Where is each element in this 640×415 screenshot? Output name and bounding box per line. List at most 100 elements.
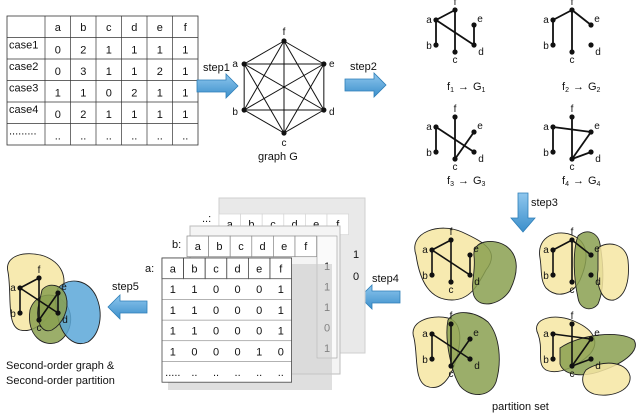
table-cell: 1	[131, 66, 137, 78]
graph-node	[569, 321, 575, 327]
table-cell: 2	[80, 109, 86, 121]
graph-node	[588, 272, 594, 278]
front-cell: ..	[191, 367, 197, 379]
graph-edge	[38, 292, 59, 321]
mapping-label: f1→G1	[447, 81, 486, 94]
graph-node-label: d	[329, 107, 335, 118]
table-cell: 1	[131, 109, 137, 121]
graph-node-label: e	[61, 282, 67, 293]
graph-edge	[243, 109, 285, 134]
front-cell: 1	[191, 305, 197, 317]
graph-node	[550, 331, 556, 337]
graph-node	[471, 42, 477, 48]
graph-node-label: c	[453, 162, 458, 173]
table-cell: 1	[182, 45, 188, 57]
middle-header-cell: d	[260, 241, 266, 253]
step4-label: step4	[372, 273, 399, 285]
partition-region	[597, 243, 629, 301]
table-cell: 1	[131, 45, 137, 57]
graph-node-label: c	[449, 369, 454, 380]
graph-node-label: c	[282, 138, 287, 149]
front-cell: 0	[213, 284, 219, 296]
graph-node-label: a	[10, 283, 16, 294]
table-cell: 2	[157, 66, 163, 78]
step1-arrow	[196, 73, 239, 99]
front-cell: ..	[256, 367, 262, 379]
case-label: .........	[9, 126, 37, 138]
graph-node-label: a	[543, 15, 549, 26]
table-cell: 1	[80, 88, 86, 100]
graph-node	[17, 310, 23, 316]
table-cell: 1	[106, 109, 112, 121]
front-cell: 1	[170, 305, 176, 317]
table-cell: ..	[80, 131, 86, 143]
graph-node	[471, 149, 477, 155]
graph-node	[55, 310, 61, 316]
graph-node-label: e	[477, 121, 483, 132]
graph-node	[569, 114, 575, 120]
table-cell: 1	[157, 88, 163, 100]
graph-node	[321, 61, 327, 67]
graph-node-label: c	[570, 369, 575, 380]
graph-node-label: f	[450, 311, 453, 322]
case-label: case3	[9, 83, 38, 95]
front-cell: 0	[235, 305, 241, 317]
graph-edge	[571, 239, 592, 256]
graph-node	[550, 17, 556, 23]
graph-node-label: a	[543, 122, 549, 133]
middle-header-cell: a	[195, 241, 202, 253]
front-cell: 1	[256, 346, 262, 358]
table-cell: 3	[80, 66, 86, 78]
front-cell: 0	[213, 346, 219, 358]
front-row-label: a:	[145, 263, 154, 275]
back-header-cell: c	[270, 219, 276, 231]
front-cell: 1	[191, 326, 197, 338]
front-cell: ..	[213, 367, 219, 379]
graph-edge	[454, 131, 475, 160]
front-cell: ..	[235, 367, 241, 379]
front-cell: 1	[278, 284, 284, 296]
graph-edge	[243, 40, 285, 65]
partition-region	[446, 312, 500, 395]
graph-node-label: e	[329, 59, 335, 70]
case-label: case1	[9, 40, 38, 52]
graph-node	[433, 149, 439, 155]
partition-region	[582, 362, 631, 396]
case-label: case2	[9, 61, 38, 73]
graph-node-label: a	[426, 122, 432, 133]
table-cell: 1	[55, 88, 61, 100]
front-cell: 0	[235, 326, 241, 338]
table-cell: 1	[182, 66, 188, 78]
back-header-cell: e	[313, 219, 319, 231]
graph-node	[569, 156, 575, 162]
graph-edge	[283, 109, 325, 134]
back-header-cell: d	[292, 219, 298, 231]
matrix-stack: ..:abcdef10b:abcdef11101a:abcdef11000111…	[145, 197, 366, 390]
graph-edge	[243, 63, 325, 111]
graph-node	[448, 321, 454, 327]
graph-node	[569, 49, 575, 55]
graph-node-label: d	[595, 154, 601, 165]
graph-node	[241, 61, 247, 67]
table-cell: 2	[80, 45, 86, 57]
graph-node-label: e	[594, 121, 600, 132]
table-cell: 1	[106, 45, 112, 57]
graph-node	[467, 336, 473, 342]
table-cell: ..	[55, 131, 61, 143]
graph-node	[36, 275, 42, 281]
graph-edge	[19, 277, 40, 289]
graph-node	[588, 149, 594, 155]
graph-node-label: f	[454, 0, 457, 8]
back-cell: 0	[353, 271, 359, 283]
graph-node	[448, 237, 454, 243]
table-cell: 0	[55, 109, 61, 121]
graph-edge	[571, 358, 592, 367]
graph-node	[281, 38, 287, 44]
front-cell: 0	[213, 326, 219, 338]
